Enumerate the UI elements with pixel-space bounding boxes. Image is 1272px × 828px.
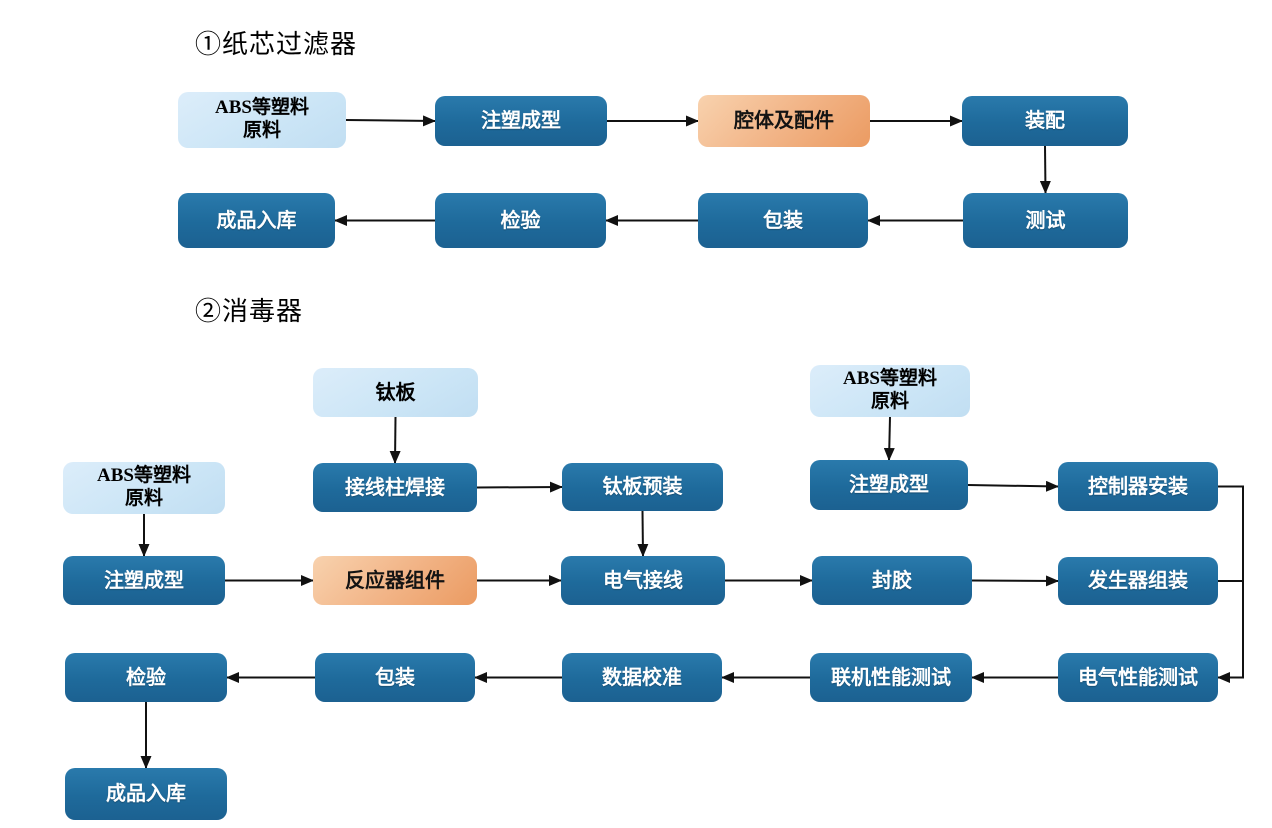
flow-node-label: ABS等塑料 原料 [215,97,309,141]
flow-node-label: 数据校准 [602,666,682,689]
flow-node-label: 测试 [1025,209,1066,232]
section-title-sterilizer: ②消毒器 [195,297,304,326]
flow-node-label: 包装 [375,666,415,689]
flow-edge-assembly-to-testing [1039,145,1051,194]
flow-node-injection-molding: 注塑成型 [435,96,607,146]
flow-node-packaging: 包装 [698,193,868,248]
flow-node-electrical-wiring: 电气接线 [561,556,725,605]
flow-node-injection-molding-left: 注塑成型 [63,556,225,605]
flow-node-injection-molding-right: 注塑成型 [810,460,968,510]
flow-node-label: 控制器安装 [1088,475,1188,498]
flow-node-label: 注塑成型 [481,110,561,132]
flow-node-generator-assembly: 发生器组装 [1058,557,1218,605]
flow-node-label: 电气性能测试 [1078,666,1198,689]
flow-node-label: 装配 [1025,110,1065,132]
flow-node-inspection: 检验 [435,193,606,248]
flow-node-abs-raw-material: ABS等塑料 原料 [178,92,346,148]
flow-edge-sealing-to-generator-assembly [971,575,1059,587]
flow-edge-titanium-plate-preassembly-to-electrical-wiring [637,510,649,557]
flow-node-data-calibration: 数据校准 [562,653,722,702]
flow-node-controller-installation: 控制器安装 [1058,462,1218,511]
flow-node-label: 电气接线 [603,569,683,592]
flow-node-label: 钛板预装 [602,476,683,498]
flow-edge-injection-molding-right-to-controller-installation [967,480,1059,492]
flow-node-abs-raw-material-left: ABS等塑料 原料 [63,462,225,514]
flow-node-label: 检验 [126,666,166,689]
flow-node-label: ABS等塑料 原料 [843,368,937,412]
flow-node-testing: 测试 [963,193,1128,248]
flow-node-label: ABS等塑料 原料 [97,465,191,509]
flow-node-titanium-plate-preassembly: 钛板预装 [562,463,723,511]
flow-node-terminal-post-welding: 接线柱焊接 [313,463,477,512]
flow-node-inspection: 检验 [65,653,227,702]
flow-node-label: 包装 [763,209,803,232]
flow-node-cavity-and-fittings: 腔体及配件 [698,95,870,147]
flow-edge-terminal-post-welding-to-titanium-plate-preassembly [476,481,563,493]
flow-node-titanium-plate: 钛板 [313,368,478,417]
flow-edge-abs-raw-material-to-injection-molding [345,115,436,127]
flow-node-label: 成品入库 [216,209,297,232]
flow-node-electrical-performance-test: 电气性能测试 [1058,653,1218,702]
flow-node-label: 发生器组装 [1088,570,1188,592]
flow-node-warehousing: 成品入库 [178,193,335,248]
flow-node-label: 成品入库 [106,783,186,805]
flow-node-label: 钛板 [375,381,416,404]
flow-node-label: 接线柱焊接 [345,476,445,499]
flow-edge-controller-installation-to-electrical-performance-test [1217,485,1244,683]
flow-node-label: 腔体及配件 [734,110,834,132]
flow-node-online-performance-test: 联机性能测试 [810,653,972,702]
flow-node-reactor-assembly: 反应器组件 [313,556,477,605]
flow-node-packaging: 包装 [315,653,475,702]
section-title-paper-core-filter: ①纸芯过滤器 [195,30,358,59]
flow-node-label: 封胶 [872,569,912,592]
flow-node-label: 注塑成型 [849,474,929,496]
flow-node-label: 注塑成型 [104,569,184,592]
flow-node-label: 联机性能测试 [831,666,951,689]
flow-edge-abs-raw-material-right-to-injection-molding-right [883,416,895,461]
flow-node-label: 反应器组件 [345,569,445,592]
flow-node-sealing: 封胶 [812,556,972,605]
flow-node-warehousing: 成品入库 [65,768,227,820]
flow-node-assembly: 装配 [962,96,1128,146]
flow-node-label: 检验 [500,209,541,232]
flow-edge-titanium-plate-to-terminal-post-welding [389,416,401,464]
flow-node-abs-raw-material-right: ABS等塑料 原料 [810,365,970,417]
